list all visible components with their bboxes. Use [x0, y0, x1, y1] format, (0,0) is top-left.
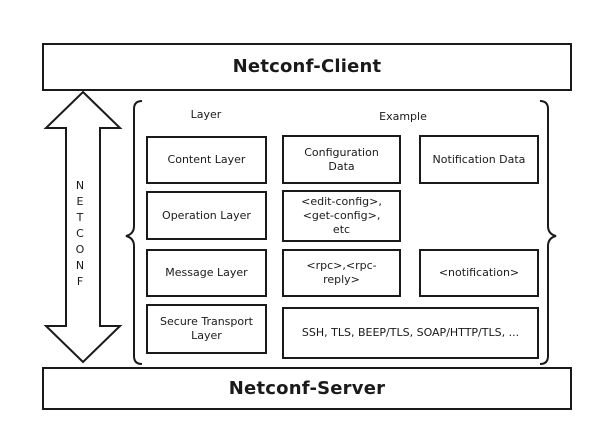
- rpc-example-box: <rpc>,<rpc-reply>: [282, 249, 401, 297]
- netconf-vertical-letter: C: [76, 227, 84, 240]
- message-layer-box: Message Layer: [146, 249, 267, 297]
- layer-column-header: Layer: [190, 108, 222, 121]
- notification-example-label: <notification>: [438, 266, 520, 279]
- example-column-header: Example: [379, 110, 427, 123]
- secure-transport-layer-label: Secure Transport Layer: [160, 315, 253, 342]
- netconf-client-label: Netconf-Client: [232, 56, 382, 77]
- content-layer-label: Content Layer: [167, 153, 246, 166]
- configuration-data-box: Configuration Data: [282, 135, 401, 184]
- netconf-vertical-letter: E: [76, 195, 84, 208]
- operation-layer-box: Operation Layer: [146, 191, 267, 240]
- netconf-vertical-letter: N: [75, 179, 85, 192]
- transport-example-label: SSH, TLS, BEEP/TLS, SOAP/HTTP/TLS, ...: [301, 326, 520, 339]
- netconf-server-label: Netconf-Server: [228, 377, 386, 399]
- operation-example-box: <edit-config>, <get-config>, etc: [282, 190, 401, 242]
- rpc-example-label: <rpc>,<rpc-reply>: [306, 259, 377, 286]
- operation-example-label: <edit-config>, <get-config>, etc: [301, 195, 382, 236]
- operation-layer-label: Operation Layer: [162, 208, 251, 222]
- transport-example-box: SSH, TLS, BEEP/TLS, SOAP/HTTP/TLS, ...: [282, 307, 539, 359]
- netconf-vertical-letter: T: [76, 211, 84, 224]
- netconf-vertical-letter: F: [76, 275, 84, 288]
- left-brace: [125, 100, 143, 365]
- netconf-vertical-letter: O: [75, 243, 85, 256]
- message-layer-label: Message Layer: [165, 266, 248, 279]
- notification-data-label: Notification Data: [432, 152, 526, 166]
- netconf-server-box: Netconf-Server: [42, 367, 572, 410]
- notification-data-box: Notification Data: [419, 135, 539, 184]
- netconf-client-box: Netconf-Client: [42, 43, 572, 91]
- notification-example-box: <notification>: [419, 249, 539, 297]
- secure-transport-layer-box: Secure Transport Layer: [146, 304, 267, 354]
- content-layer-box: Content Layer: [146, 136, 267, 184]
- double-arrow: [43, 90, 123, 364]
- netconf-vertical-letter: N: [75, 259, 85, 272]
- configuration-data-label: Configuration Data: [304, 145, 379, 173]
- right-brace: [539, 100, 557, 365]
